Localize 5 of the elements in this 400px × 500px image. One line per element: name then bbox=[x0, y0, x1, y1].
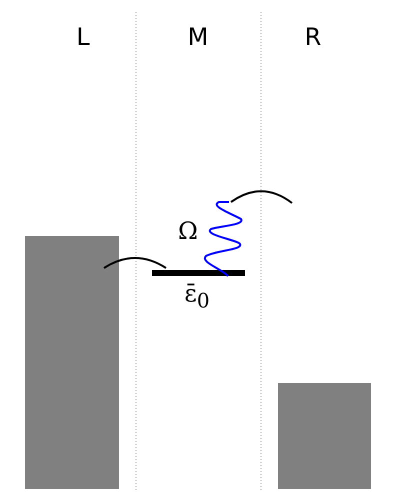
region-label: M bbox=[188, 25, 208, 49]
lead-label: R bbox=[304, 25, 322, 49]
lead-label: L bbox=[76, 25, 90, 49]
energy-label: ε̄$_{0}$ bbox=[184, 282, 210, 310]
frequency-label: Ω bbox=[178, 219, 198, 243]
